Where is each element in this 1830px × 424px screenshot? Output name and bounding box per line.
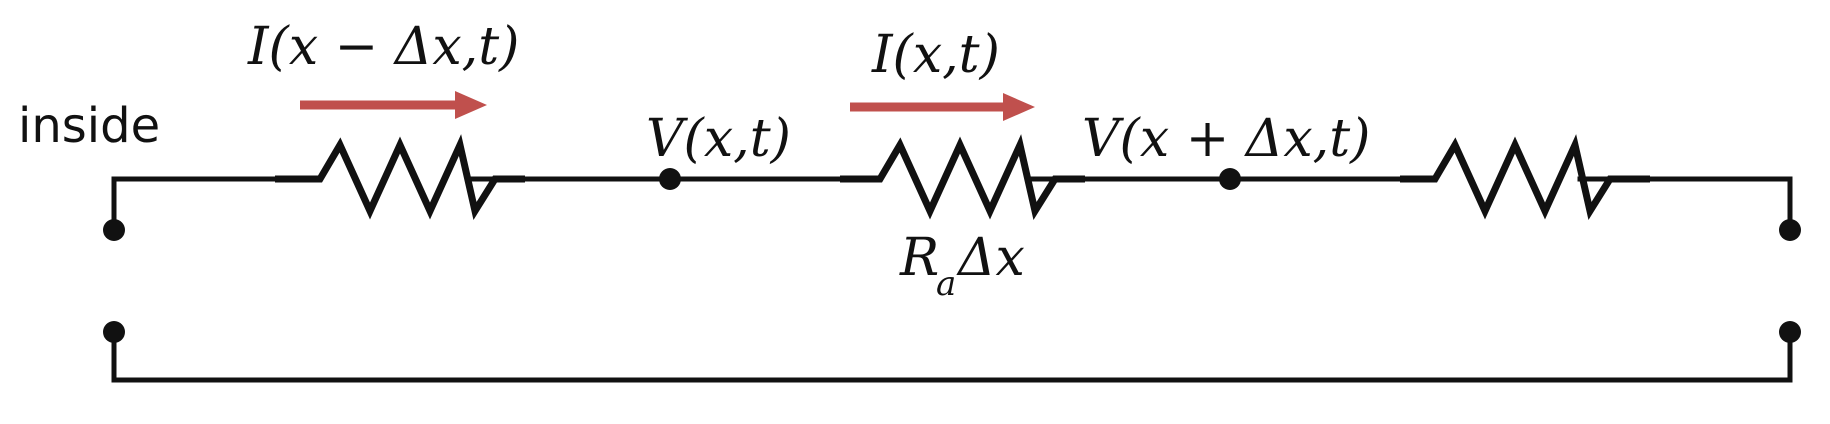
label-inside: inside (18, 98, 160, 154)
label-resistance: R a Δx (899, 228, 1025, 304)
terminal-bottom-right (1779, 321, 1801, 343)
terminal-bottom-left (103, 321, 125, 343)
resistor-right (1400, 134, 1650, 221)
resistance-length: Δx (956, 228, 1025, 288)
label-current-middle: I(x,t) (871, 25, 1000, 85)
terminal-top-left (103, 219, 125, 241)
label-voltage-right: V(x + Δx,t) (1082, 109, 1370, 169)
arrow-current-middle (850, 93, 1035, 121)
resistance-symbol: R (899, 228, 939, 288)
label-voltage-middle: V(x,t) (646, 109, 791, 169)
resistor-middle (840, 134, 1085, 221)
terminal-top-right (1779, 219, 1801, 241)
label-current-left: I(x − Δx,t) (247, 17, 519, 77)
node-v-x-plus-dx (1219, 168, 1241, 190)
resistance-subscript: a (936, 264, 956, 304)
arrow-current-left (300, 91, 487, 119)
resistor-left (275, 134, 525, 221)
bottom-wire (111, 329, 1793, 383)
node-v-x (659, 168, 681, 190)
